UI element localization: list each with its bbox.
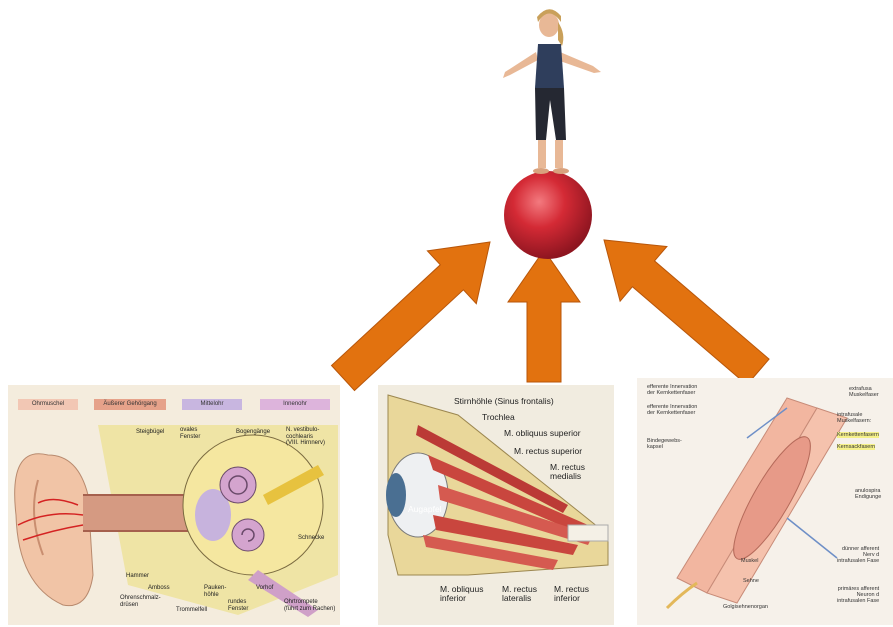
label-rectus-lateralis: M. rectus lateralis [502,585,537,604]
label-hammer: Hammer [126,573,149,580]
label-rectus-inferior: M. rectus inferior [554,585,589,604]
ear-anatomy-panel: Ohrmuschel Äußerer Gehörgang Mittelohr I… [8,385,340,625]
label-rectus-medialis: M. rectus medialis [550,463,585,482]
label-ovales-fenster: ovales Fenster [180,427,200,440]
label-augapfel: Augapfel [408,505,442,514]
label-efferente-kern: efferente Innervation der Kernkettenfase… [647,384,697,396]
label-obliquus-superior: M. obliquus superior [504,429,581,438]
legend-middle-ear-label: Mittelohr [200,401,223,407]
label-golgi: Golgisehnenorgan [723,604,768,610]
label-anulospiral: anulospira Endigunge [855,488,881,500]
label-duenner: dünner afferent Nerv d intrafusalen Fase [837,546,879,564]
eye-muscles-panel: Stirnhöhle (Sinus frontalis) Trochlea M.… [378,385,614,625]
label-rundes-fenster: rundes Fenster [228,599,248,612]
label-bindegewebs: Bindegewebs- kapsel [647,438,682,450]
label-ohrtrompete: Ohrtrompete (führt zum Rachen) [284,599,335,612]
muscle-spindle-panel: efferente Innervation der Kernkettenfase… [637,378,893,625]
legend-middle-ear: Mittelohr [182,399,242,410]
girl-figure [503,9,601,174]
legend-inner-ear: Innenohr [260,399,330,410]
exercise-ball [504,171,592,259]
label-trommelfell: Trommelfell [176,607,207,614]
label-bogengaenge: Bogengänge [236,429,270,436]
label-schnecke: Schnecke [298,535,324,542]
label-amboss: Amboss [148,585,170,592]
label-ohrenschmalz: Ohrenschmalz- drüsen [120,595,161,608]
label-muskel: Muskel [741,558,758,564]
label-kernsack: Kernsackfasern [837,444,875,450]
legend-inner-ear-label: Innenohr [283,401,307,407]
legend-outer-ear-label: Ohrmuschel [32,401,64,407]
label-steigbuegel: Steigbügel [136,429,164,436]
label-extrafusale: extrafusa Muskelfaser [849,386,879,398]
label-obliquus-inferior: M. obliquus inferior [440,585,483,604]
legend-ear-canal-label: Äußerer Gehörgang [103,401,156,407]
label-rectus-superior: M. rectus superior [514,447,582,456]
label-paukenhoehle: Pauken- höhle [204,585,226,598]
label-primaer: primäres afferent Neuron d intrafusalen … [837,586,879,604]
legend-outer-ear: Ohrmuschel [18,399,78,410]
label-intrafusale: intrafusale Muskelfasern: [837,412,871,424]
label-nerv: N. vestibulo- cochlearis (VIII. Hirnnerv… [286,427,325,447]
label-trochlea: Trochlea [482,413,515,422]
label-vorhof: Vorhof [256,585,273,592]
ear-anatomy-illustration [8,385,340,625]
label-sehne: Sehne [743,578,759,584]
label-kernketten: Kernkettenfasern [837,432,879,438]
legend-ear-canal: Äußerer Gehörgang [94,399,166,410]
label-efferente-kettenfaser: efferente Innervation der Kernkettenfase… [647,404,697,416]
label-stirnhoehle: Stirnhöhle (Sinus frontalis) [454,397,554,406]
